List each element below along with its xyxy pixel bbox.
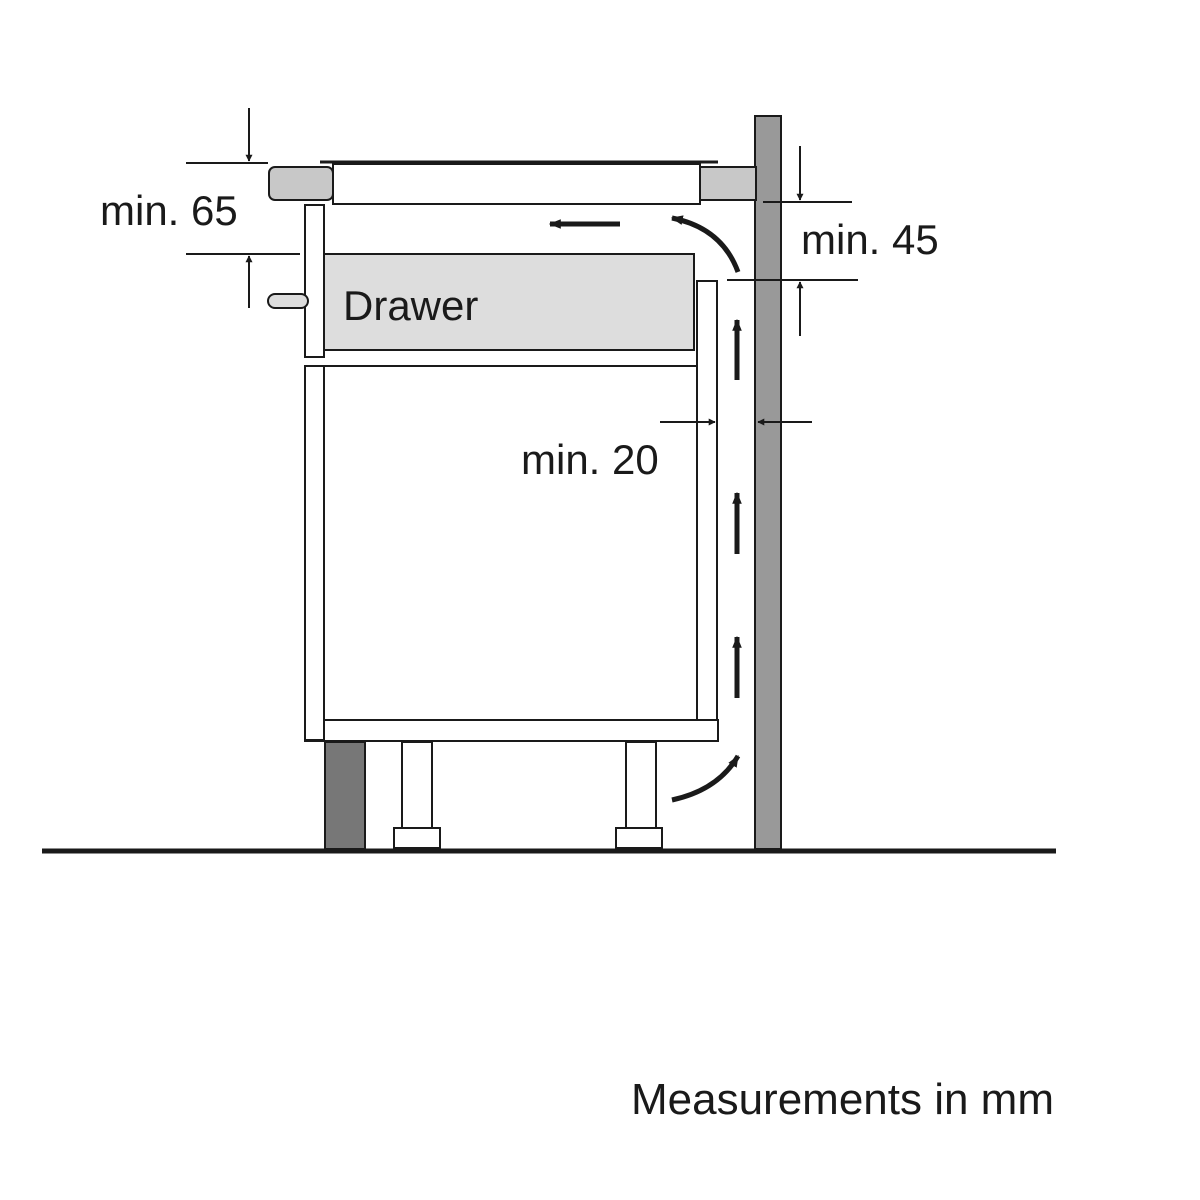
worktop	[268, 160, 757, 205]
drawer-box	[323, 253, 695, 351]
worktop-rear-edge	[699, 166, 757, 201]
dimension-min-65	[186, 108, 300, 308]
label-min-65: min. 65	[100, 187, 238, 234]
worktop-front-edge	[268, 166, 334, 201]
airflow-arrow-inlet	[671, 754, 741, 803]
label-min-45: min. 45	[801, 216, 939, 263]
label-min-20: min. 20	[521, 436, 659, 483]
footer-note: Measurements in mm	[631, 1075, 1054, 1124]
wall	[754, 115, 782, 850]
plinth	[324, 741, 366, 850]
drawer-front	[304, 204, 325, 358]
cabinet-door	[304, 365, 325, 741]
airflow-arrows	[548, 215, 742, 803]
cabinet-bottom	[304, 719, 719, 742]
airflow-arrow-curve-top	[670, 215, 741, 273]
cabinet	[304, 204, 719, 742]
cabinet-inner-box	[323, 365, 698, 721]
cabinet-leg-right	[615, 741, 663, 849]
dimension-min-45	[727, 146, 858, 336]
drawer-handle	[267, 293, 309, 309]
cabinet-leg-left	[393, 741, 441, 849]
hob	[332, 163, 701, 205]
label-drawer: Drawer	[343, 282, 478, 329]
cabinet-back-panel	[696, 280, 718, 721]
